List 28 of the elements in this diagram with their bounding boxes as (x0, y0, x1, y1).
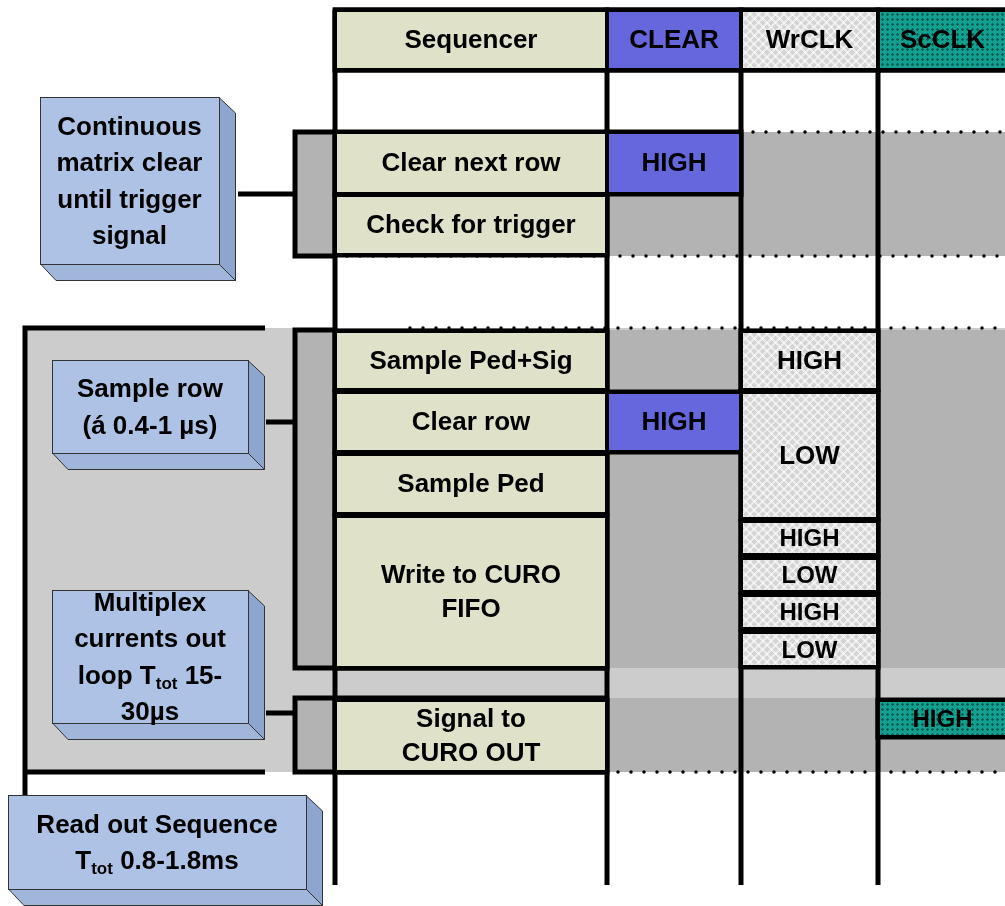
box-label: Sample row (á 0.4-1 µs) (76, 372, 224, 442)
process-box (52, 360, 265, 470)
box-label: Multiplex currents out loop T$_{tot}$ 15-30µs (74, 585, 226, 728)
column-header: CLEAR (609, 12, 739, 68)
box-label: Continuous matrix clear until trigger signal (55, 109, 204, 252)
step-cell: Clear row (337, 394, 605, 450)
process-box (40, 97, 236, 281)
process-box (52, 590, 265, 740)
state-cell: HIGH (609, 134, 739, 192)
state-cell: HIGH (743, 597, 876, 627)
step-cell: Sample Ped (337, 456, 605, 512)
step-cell: Write to CURO FIFO (337, 518, 605, 666)
step-cell: Check for trigger (337, 197, 605, 253)
step-cell: Signal to CURO OUT (337, 702, 605, 770)
state-cell: LOW (743, 634, 876, 665)
column-header: WrCLK (743, 12, 876, 68)
step-cell: Sample Ped+Sig (337, 333, 605, 388)
state-cell: HIGH (609, 394, 739, 450)
column-header: Sequencer (337, 12, 605, 68)
step-cell: Clear next row (337, 134, 605, 192)
state-cell: HIGH (743, 333, 876, 388)
state-cell: LOW (743, 394, 876, 517)
state-cell: HIGH (880, 702, 1005, 735)
state-cell: HIGH (743, 523, 876, 553)
column-header: ScCLK (880, 12, 1005, 68)
state-cell: LOW (743, 560, 876, 590)
process-box (8, 795, 323, 906)
box-label: Read out Sequence T$_{tot}$ 0.8-1.8ms (35, 807, 279, 879)
